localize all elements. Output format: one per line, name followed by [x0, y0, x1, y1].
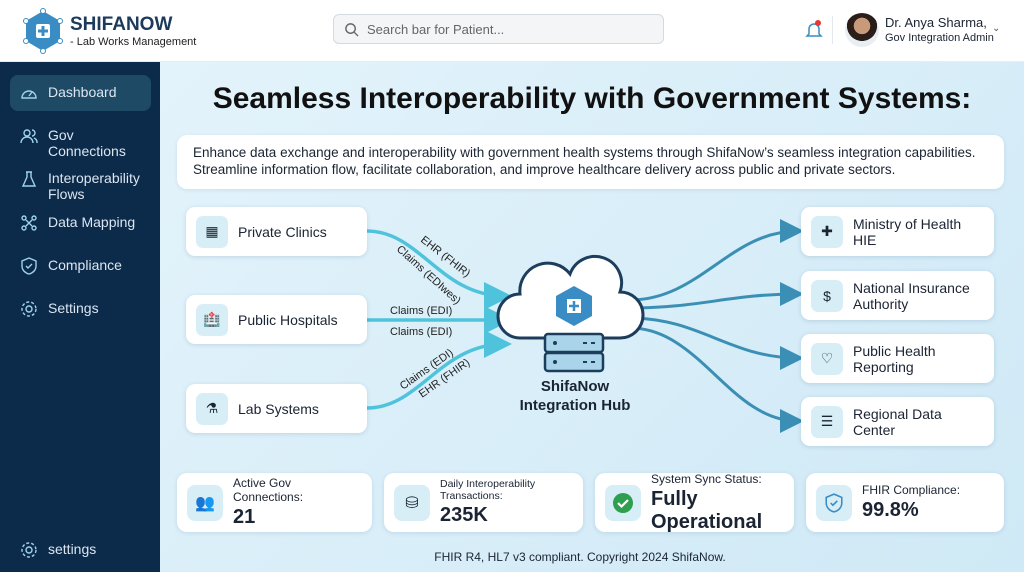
- users-icon: [20, 129, 38, 144]
- stat-value: 235K: [440, 504, 488, 526]
- flow-line: [629, 316, 804, 370]
- sidebar-item-gov-connections[interactable]: Gov Connections: [10, 118, 151, 168]
- brand-name: SHIFANOW: [70, 14, 173, 35]
- sidebar-item-label: Settings: [48, 300, 99, 316]
- gear-icon: [21, 301, 37, 317]
- logo-icon: [23, 8, 63, 54]
- sidebar-item-label: settings: [48, 541, 97, 557]
- users-icon: 👥: [187, 484, 223, 521]
- stat-card-connections: 👥 Active Gov Connections:21: [177, 473, 372, 532]
- network-icon: [21, 215, 37, 231]
- page-title: Seamless Interoperability with Governmen…: [212, 82, 972, 115]
- sidebar-item-label: Data Mapping: [48, 214, 136, 230]
- node-label: Regional Data Center: [853, 405, 942, 438]
- source-private-clinics[interactable]: ▦ Private Clinics: [186, 207, 367, 256]
- stat-label: Active Gov Connections:: [233, 476, 304, 504]
- stat-label: FHIR Compliance:: [862, 483, 961, 497]
- sidebar-item-dashboard[interactable]: Dashboard: [10, 75, 151, 111]
- hospital-icon: 🏥: [196, 303, 228, 336]
- shield-check-icon: [816, 484, 852, 521]
- hands-heart-icon: ♡: [811, 342, 843, 375]
- stat-label: System Sync Status:: [651, 471, 762, 486]
- hub-label-line2: Integration Hub: [519, 397, 631, 414]
- target-ministry-of-health[interactable]: ✚ Ministry of Health HIE: [801, 207, 994, 256]
- search-placeholder: Search bar for Patient...: [367, 21, 505, 37]
- sidebar-item-label: Gov Connections: [48, 127, 126, 159]
- flow-label: Claims (EDIwes): [394, 243, 463, 307]
- cloud-icon: [496, 254, 645, 340]
- sidebar-item-compliance[interactable]: Compliance: [10, 248, 151, 284]
- sidebar-item-label: Interoperability Flows: [48, 170, 140, 202]
- node-label: Ministry of Health HIE: [853, 215, 962, 248]
- database-clock-icon: ⛁: [394, 484, 430, 521]
- sidebar-item-label: Compliance: [48, 257, 122, 273]
- flow-label: Claims (EDI): [390, 305, 452, 317]
- gear-icon: [21, 542, 37, 558]
- check-circle-icon: [605, 484, 641, 521]
- health-icon: ✚: [811, 215, 843, 248]
- hub-label-line1: ShifaNow: [540, 378, 610, 395]
- description-box: Enhance data exchange and interoperabili…: [177, 135, 1004, 189]
- target-national-insurance[interactable]: $ National Insurance Authority: [801, 271, 994, 320]
- flow-label: Claims (EDI): [390, 326, 452, 338]
- user-avatar[interactable]: [845, 13, 879, 47]
- node-label: Public Health Reporting: [853, 342, 936, 375]
- sidebar-bottom-settings[interactable]: settings: [10, 532, 151, 568]
- flow-line: [629, 326, 804, 433]
- user-name: Dr. Anya Sharma,: [885, 15, 987, 30]
- stat-card-sync-status: System Sync Status:Fully Operational: [595, 471, 794, 533]
- stat-value: 99.8%: [862, 499, 919, 521]
- node-label: Public Hospitals: [238, 311, 338, 328]
- node-label: Private Clinics: [238, 223, 327, 240]
- flow-line: [629, 219, 804, 302]
- stat-card-transactions: ⛁ Daily Interoperability Transactions:235…: [384, 473, 583, 532]
- search-icon: [345, 22, 359, 37]
- source-public-hospitals[interactable]: 🏥 Public Hospitals: [186, 295, 367, 344]
- target-regional-data-center[interactable]: ☰ Regional Data Center: [801, 397, 994, 446]
- node-label: National Insurance Authority: [853, 279, 970, 312]
- user-role: Gov Integration Admin: [885, 32, 994, 44]
- flow-line: [366, 330, 512, 410]
- stat-label: Daily Interoperability Transactions:: [440, 478, 536, 502]
- flow-line: [366, 229, 512, 310]
- sidebar-item-settings[interactable]: Settings: [10, 291, 151, 327]
- footer-text: FHIR R4, HL7 v3 compliant. Copyright 202…: [434, 550, 726, 564]
- clinic-icon: ▦: [196, 215, 228, 248]
- shield-icon: [21, 257, 37, 275]
- stat-card-fhir-compliance: FHIR Compliance: 99.8%: [806, 473, 1004, 532]
- node-label: Lab Systems: [238, 400, 319, 417]
- brand-subtitle: - Lab Works Management: [70, 36, 197, 48]
- flask-icon: [21, 171, 37, 187]
- sidebar-item-interoperability-flows[interactable]: Interoperability Flows: [10, 161, 151, 211]
- sidebar-item-data-mapping[interactable]: Data Mapping: [10, 205, 151, 241]
- patient-search-input[interactable]: Search bar for Patient...: [333, 14, 664, 44]
- server-icon: ☰: [811, 405, 843, 438]
- sidebar: Dashboard Gov Connections Interoperabili…: [0, 62, 160, 572]
- target-public-health-reporting[interactable]: ♡ Public Health Reporting: [801, 334, 994, 383]
- sidebar-item-label: Dashboard: [48, 84, 117, 100]
- flask-icon: ⚗: [196, 392, 228, 425]
- chevron-down-icon[interactable]: ⌄: [992, 23, 1001, 34]
- money-hand-icon: $: [811, 279, 843, 312]
- notification-bell-icon[interactable]: [805, 20, 823, 40]
- flow-line: [629, 282, 804, 310]
- server-icon: [543, 332, 605, 373]
- divider: [832, 16, 833, 44]
- stat-value: Fully Operational: [651, 487, 763, 533]
- top-header: SHIFANOW - Lab Works Management Search b…: [0, 0, 1024, 62]
- source-lab-systems[interactable]: ⚗ Lab Systems: [186, 384, 367, 433]
- gauge-icon: [21, 90, 37, 99]
- stat-value: 21: [233, 506, 256, 528]
